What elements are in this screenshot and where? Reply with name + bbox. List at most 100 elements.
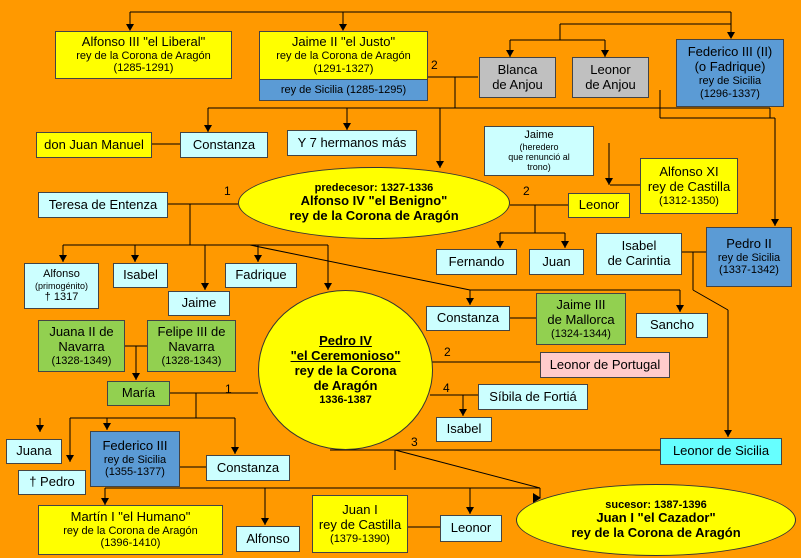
person-maria[interactable]: María	[107, 381, 170, 406]
person-juana[interactable]: Juana	[6, 439, 62, 464]
person-name: María	[121, 385, 156, 401]
person-isabel[interactable]: Isabel	[113, 263, 168, 288]
person-leonor-de-castilla[interactable]: Leonor	[568, 193, 630, 218]
person-years: (1312-1350)	[659, 194, 719, 207]
person-isabel-hija[interactable]: Isabel	[436, 417, 492, 442]
person-years: (1291-1327)	[313, 62, 374, 75]
person-years: (1379-1390)	[330, 532, 390, 545]
person-juana-ii-de-navarra[interactable]: Juana II de Navarra (1328-1349)	[38, 320, 125, 372]
person-name: Sancho	[649, 317, 695, 333]
person-jaime-heredero[interactable]: Jaime (heredero que renunció al trono)	[484, 126, 594, 176]
person-leonor-de-sicilia[interactable]: Leonor de Sicilia	[660, 438, 782, 465]
person-name: Juan I "el Cazador"	[596, 510, 716, 526]
person-pedro-hijo[interactable]: † Pedro	[18, 470, 86, 495]
person-name: Pedro IV	[319, 332, 372, 348]
person-jaime-ii[interactable]: Jaime II "el Justo" rey de la Corona de …	[259, 31, 428, 79]
person-name: Leonor	[450, 520, 492, 536]
person-blanca-de-anjou[interactable]: Blanca de Anjou	[479, 57, 556, 98]
person-alfonso-hijo[interactable]: Alfonso	[236, 526, 300, 552]
person-name: Síbila de Fortiá	[489, 388, 577, 404]
person-name: Blanca de Anjou	[492, 61, 543, 92]
person-name: Juana II de Navarra	[49, 323, 114, 354]
person-jaime-hijo[interactable]: Jaime	[168, 291, 230, 316]
person-years: (1324-1344)	[551, 327, 611, 340]
person-note: (primogénito)	[34, 280, 89, 291]
person-name: Y 7 hermanos más	[297, 134, 407, 150]
person-years: (1328-1349)	[51, 354, 112, 367]
person-years: (1396-1410)	[100, 537, 161, 550]
person-juan-i-el-cazador[interactable]: sucesor: 1387-1396 Juan I "el Cazador" r…	[516, 484, 796, 556]
person-name: Juan I rey de Castilla	[318, 501, 402, 532]
person-sicily-title: rey de Sicilia (1285-1295)	[280, 83, 407, 96]
person-name: Leonor de Sicilia	[672, 443, 770, 459]
person-teresa-de-entenza[interactable]: Teresa de Entenza	[38, 192, 168, 218]
person-jaime-iii-de-mallorca[interactable]: Jaime III de Mallorca (1324-1344)	[536, 293, 626, 345]
person-name: Leonor de Portugal	[549, 356, 661, 372]
person-epithet: "el Ceremonioso"	[290, 347, 401, 363]
marriage-number: 2	[444, 345, 451, 359]
jaime-ii-sicily-title: rey de Sicilia (1285-1295)	[259, 79, 428, 101]
person-pedro-iv[interactable]: Pedro IV "el Ceremonioso" rey de la Coro…	[258, 290, 433, 450]
person-name: Teresa de Entenza	[48, 196, 158, 212]
person-don-juan-manuel[interactable]: don Juan Manuel	[36, 132, 152, 158]
person-name: Fadrique	[235, 267, 287, 283]
person-name: Jaime III de Mallorca	[547, 296, 615, 327]
person-constanza[interactable]: Constanza	[180, 132, 268, 158]
person-federico-iii-ii[interactable]: Federico III (II) (o Fadrique) rey de Si…	[676, 39, 784, 107]
person-siete-hermanos[interactable]: Y 7 hermanos más	[287, 130, 417, 156]
person-years: (1355-1377)	[105, 466, 165, 479]
person-name: Federico III (II) (o Fadrique)	[687, 44, 773, 75]
person-pedro-ii[interactable]: Pedro II rey de Sicilia (1337-1342)	[706, 227, 792, 287]
person-name: Alfonso III "el Liberal"	[81, 33, 206, 49]
person-note: (heredero que renunció al trono)	[508, 141, 570, 173]
person-years: (1328-1343)	[161, 354, 222, 367]
person-title: rey de la Corona de Aragón	[571, 525, 741, 541]
person-leonor-hija[interactable]: Leonor	[440, 515, 502, 542]
person-felipe-iii-de-navarra[interactable]: Felipe III de Navarra (1328-1343)	[147, 320, 236, 372]
person-title: rey de Sicilia	[717, 251, 781, 264]
person-name: Isabel de Carintia	[607, 238, 671, 268]
marriage-number: 4	[443, 381, 450, 395]
person-name: Juana	[16, 443, 52, 459]
person-died: † 1317	[44, 291, 79, 304]
person-leonor-de-anjou[interactable]: Leonor de Anjou	[572, 57, 649, 98]
person-title: rey de la Corona de Aragón	[294, 362, 397, 393]
marriage-number: 1	[225, 382, 232, 396]
person-federico-iii-sicilia[interactable]: Federico III rey de Sicilia (1355-1377)	[90, 431, 180, 487]
person-alfonso-xi[interactable]: Alfonso XI rey de Castilla (1312-1350)	[640, 158, 738, 214]
person-years: 1336-1387	[319, 393, 372, 406]
person-sancho[interactable]: Sancho	[636, 313, 708, 338]
person-years: (1285-1291)	[113, 62, 174, 75]
marriage-number: 2	[431, 58, 438, 72]
person-name: Federico III	[102, 437, 168, 453]
person-successor: sucesor: 1387-1396	[605, 498, 707, 511]
person-title: rey de la Corona de Aragón	[276, 50, 411, 63]
person-alfonso-primogenito[interactable]: Alfonso (primogénito) † 1317	[24, 263, 99, 309]
person-juan[interactable]: Juan	[529, 249, 584, 275]
person-leonor-de-portugal[interactable]: Leonor de Portugal	[540, 352, 670, 378]
person-alfonso-iii[interactable]: Alfonso III "el Liberal" rey de la Coron…	[55, 31, 232, 79]
person-isabel-de-carintia[interactable]: Isabel de Carintia	[596, 233, 682, 275]
person-juan-i-de-castilla[interactable]: Juan I rey de Castilla (1379-1390)	[312, 495, 408, 553]
person-name: Felipe III de Navarra	[157, 323, 226, 354]
person-title: rey de Sicilia	[103, 453, 167, 466]
person-title: rey de la Corona de Aragón	[289, 208, 459, 224]
person-name: Leonor	[578, 197, 620, 213]
person-name: Alfonso XI rey de Castilla	[647, 163, 731, 194]
person-sibila-de-fortia[interactable]: Síbila de Fortiá	[478, 384, 588, 410]
person-name: Alfonso IV "el Benigno"	[300, 193, 448, 209]
person-constanza-sicilia[interactable]: Constanza	[206, 455, 290, 481]
person-fadrique[interactable]: Fadrique	[225, 263, 297, 288]
person-name: Alfonso	[43, 268, 80, 281]
person-predecessor: predecesor: 1327-1336	[314, 181, 434, 194]
person-alfonso-iv[interactable]: predecesor: 1327-1336 Alfonso IV "el Ben…	[238, 167, 510, 239]
person-name: don Juan Manuel	[44, 136, 144, 152]
person-name: Isabel	[446, 421, 482, 437]
person-name: Constanza	[216, 459, 280, 475]
marriage-number: 3	[411, 435, 418, 449]
person-constanza-mallorca[interactable]: Constanza	[426, 306, 510, 331]
person-name: Pedro II	[726, 235, 772, 251]
person-martin-i[interactable]: Martín I "el Humano" rey de la Corona de…	[38, 505, 223, 555]
person-fernando[interactable]: Fernando	[436, 249, 517, 275]
